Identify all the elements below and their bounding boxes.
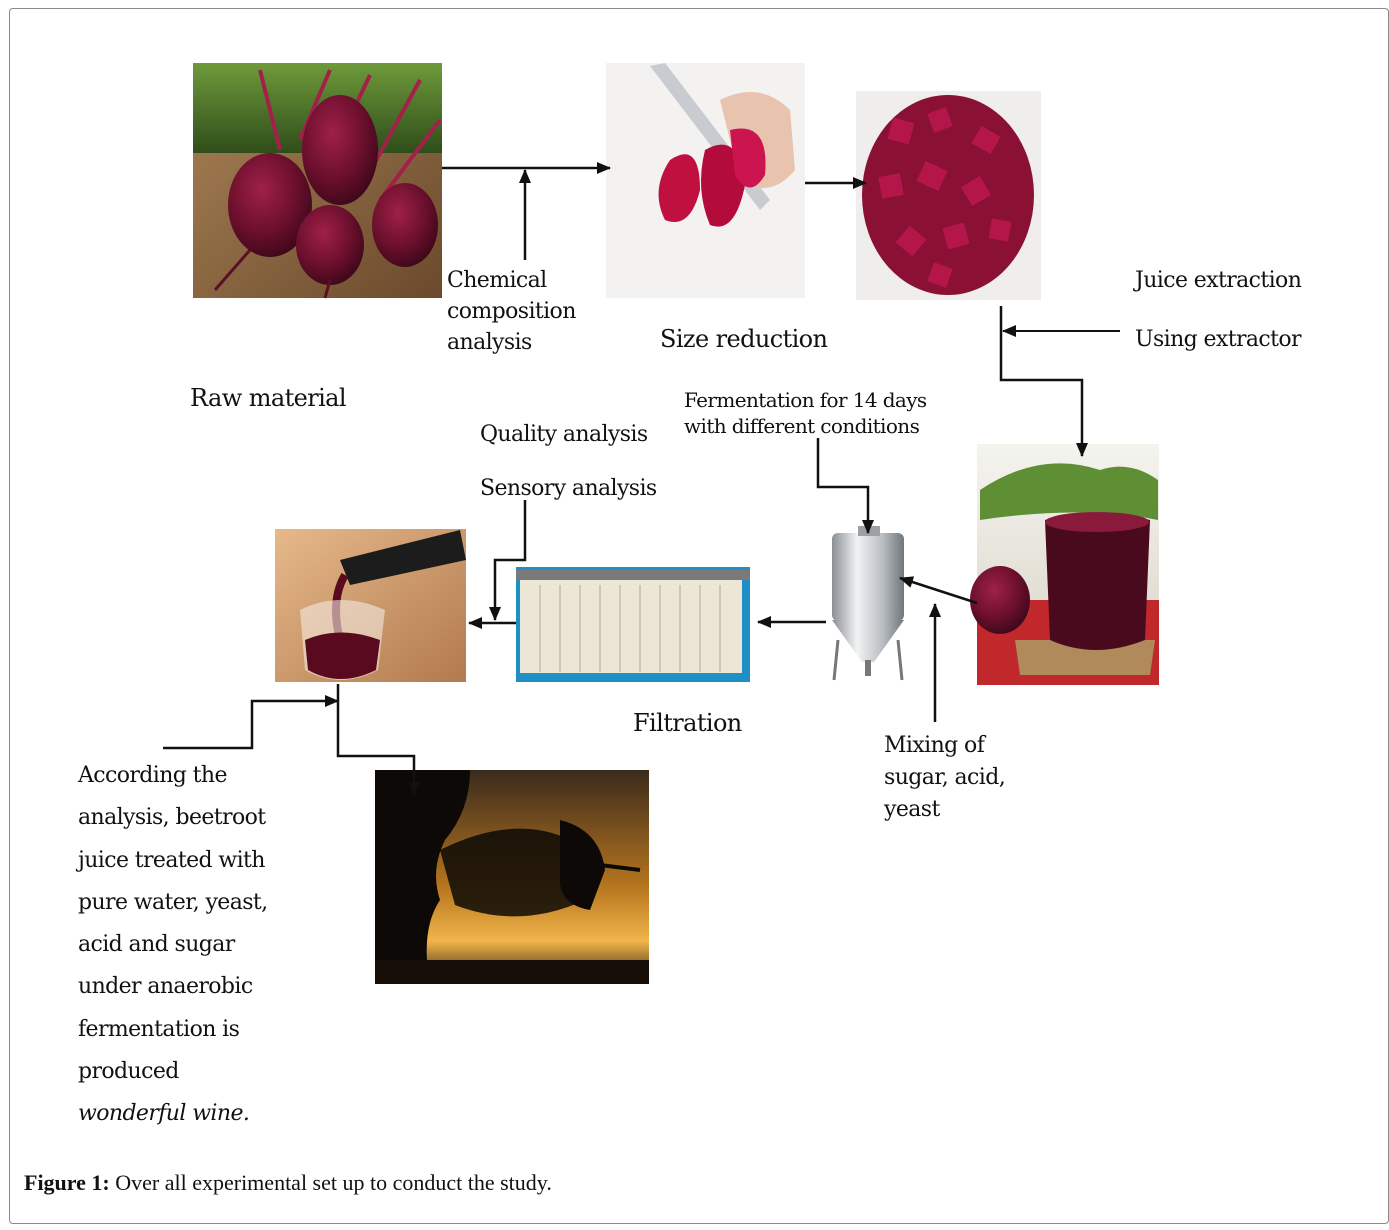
label-mixing-line-2: sugar, acid,	[884, 764, 1006, 790]
arrow-juice-to-fermenter	[899, 576, 978, 605]
conclusion-line-4: pure water, yeast,	[78, 889, 268, 915]
figure-caption: Figure 1: Over all experimental set up t…	[24, 1170, 552, 1196]
conclusion-line-7: fermentation is	[78, 1016, 240, 1042]
label-fermentation-line-2: with different conditions	[684, 414, 920, 438]
arrow-fermentation-conditions	[816, 438, 874, 534]
label-using-extractor: Using extractor	[1135, 327, 1302, 352]
arrow-diced-to-juice	[999, 306, 1088, 457]
arrow-analysis-to-filter	[489, 500, 527, 621]
conclusion-line-6: under anaerobic	[78, 974, 253, 1000]
filter-press-photo	[516, 567, 750, 682]
caption-text: Over all experimental set up to conduct …	[109, 1170, 552, 1195]
arrow-conclusion-to-wine	[163, 695, 339, 750]
label-chemical-line-2: composition	[447, 298, 576, 324]
conclusion-line-9: wonderful wine.	[78, 1101, 250, 1127]
label-fermentation: Fermentation for 14 days with different …	[684, 387, 927, 439]
conclusion-line-3: juice treated with	[78, 847, 265, 873]
label-filtration: Filtration	[633, 709, 742, 737]
conclusion-line-2: analysis, beetroot	[78, 805, 266, 831]
beetroot-juice-photo	[970, 444, 1159, 685]
label-mixing: Mixing of sugar, acid, yeast	[884, 730, 1006, 826]
label-mixing-line-1: Mixing of	[884, 733, 985, 758]
flow-arrows	[163, 162, 1120, 796]
diced-beetroot-photo	[856, 91, 1041, 300]
slicing-beetroot-photo	[606, 63, 805, 298]
wine-pour-photo	[275, 529, 466, 682]
caption-label: Figure 1:	[24, 1170, 110, 1195]
label-chemical-line-1: Chemical	[447, 268, 547, 293]
fermenter-photo	[826, 523, 910, 681]
label-size-reduction: Size reduction	[660, 325, 828, 353]
label-mixing-line-3: yeast	[884, 796, 940, 822]
arrow-wine-to-drinking	[336, 684, 420, 796]
label-chemical-line-3: analysis	[447, 329, 532, 355]
conclusion-line-5: acid and sugar	[78, 932, 235, 958]
conclusion-line-8: produced	[78, 1059, 179, 1085]
label-juice-extraction: Juice extraction	[1135, 268, 1302, 293]
conclusion-line-1: According the	[78, 763, 227, 788]
label-fermentation-line-1: Fermentation for 14 days	[684, 388, 927, 412]
wine-drinking-photo	[375, 770, 649, 984]
label-quality-analysis: Quality analysis	[480, 422, 648, 447]
label-chemical-analysis: Chemical composition analysis	[447, 266, 576, 358]
raw-beetroot-photo	[193, 63, 442, 299]
label-sensory-analysis: Sensory analysis	[480, 476, 657, 501]
label-raw-material: Raw material	[190, 384, 347, 412]
label-conclusion: According the analysis, beetroot juice t…	[78, 755, 268, 1136]
